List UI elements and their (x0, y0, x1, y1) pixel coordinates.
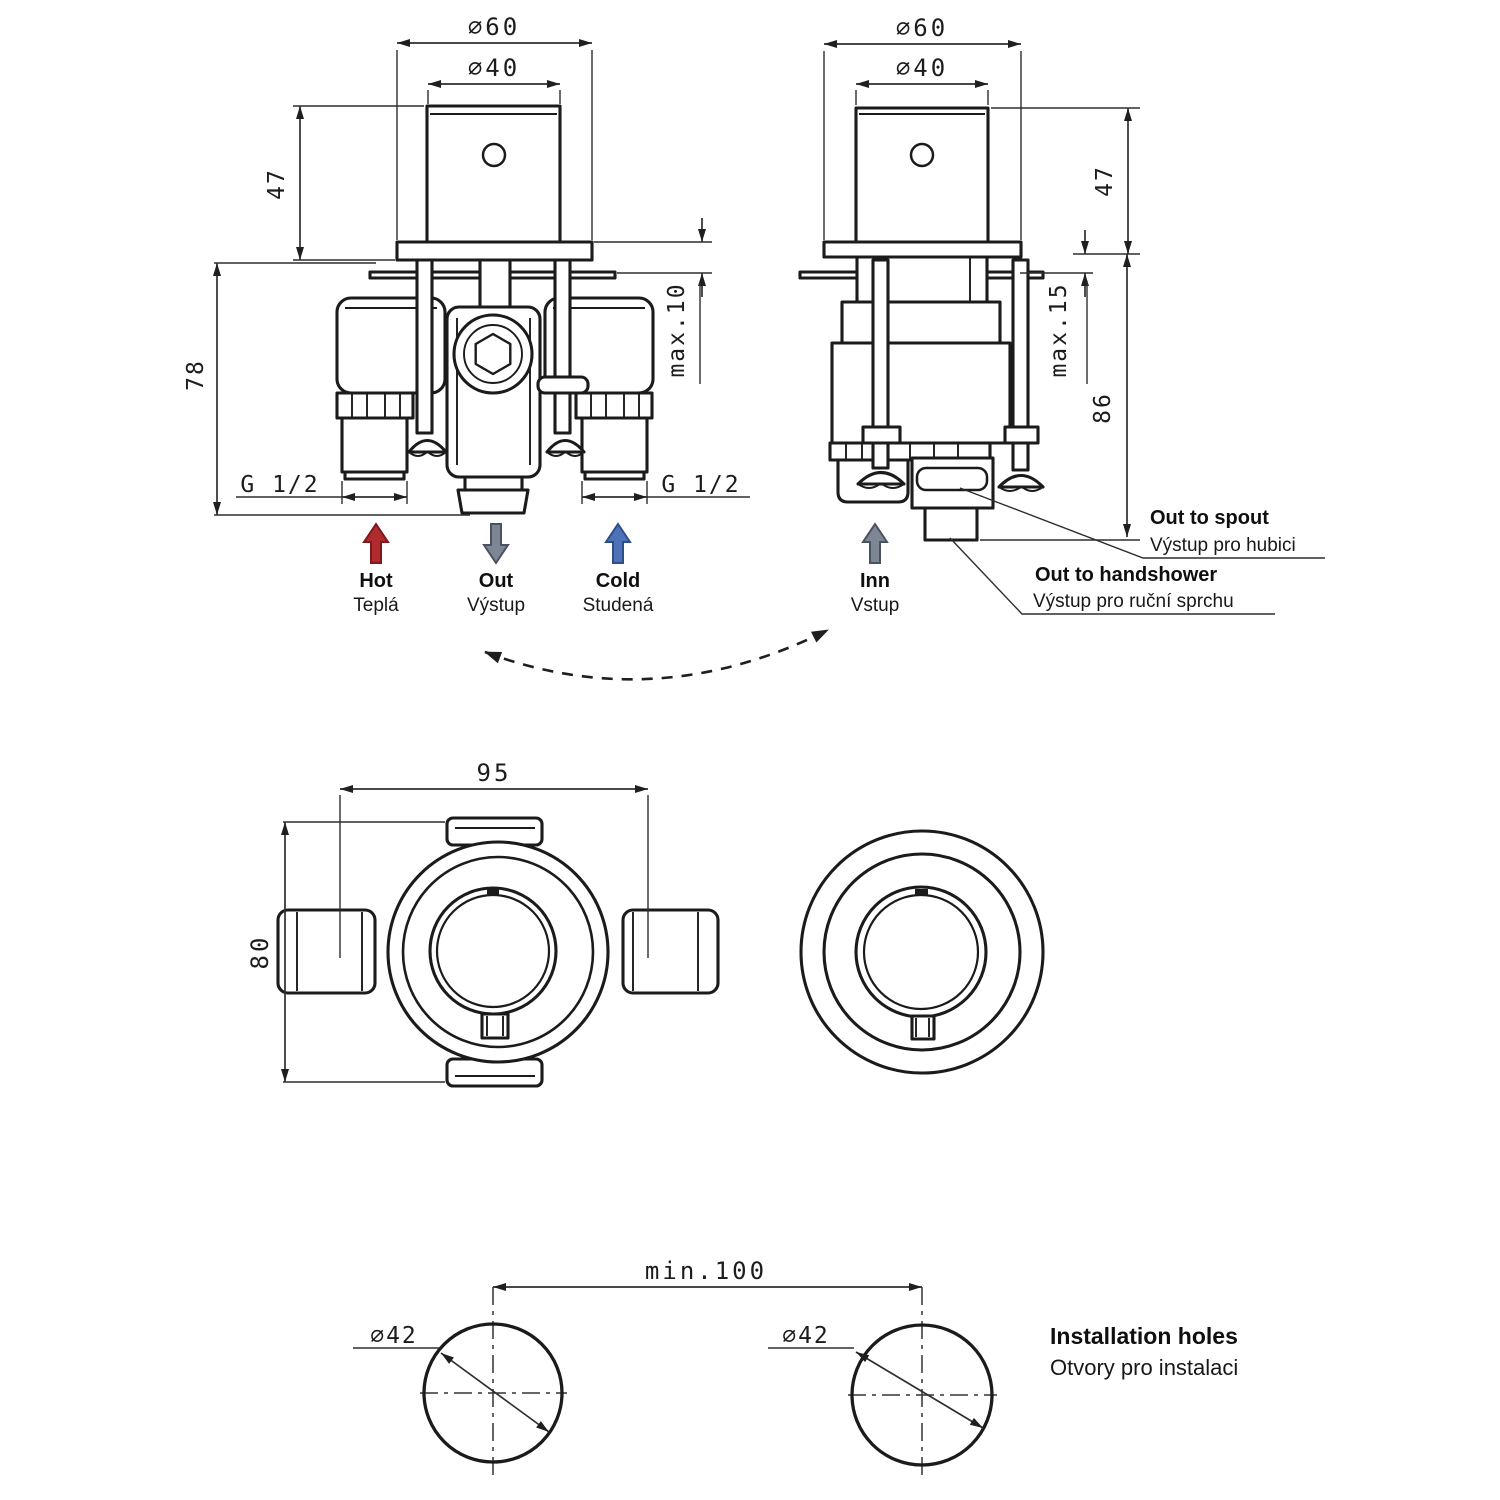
hot-thread-collar (335, 391, 415, 420)
dim-side-dia-trim: ∅60 (896, 14, 948, 42)
callout-handshower-en: Out to handshower (1035, 564, 1217, 586)
left-installation-hole (422, 1322, 564, 1464)
dim-thread-right: G 1/2 (661, 472, 740, 498)
outlet-housing-side (910, 456, 995, 510)
dim-front-wall-max: max.10 (664, 282, 690, 377)
handle-knob-front (425, 104, 562, 244)
cold-flow-arrow (604, 522, 632, 564)
mounting-screw-side-right (1011, 258, 1030, 472)
dim-top-width: 95 (477, 759, 512, 787)
flow-label-cold-en: Cold (596, 570, 640, 592)
dim-hole-spacing: min.100 (645, 1257, 767, 1285)
cold-thread-collar (574, 391, 654, 420)
out-flow-arrow (482, 523, 510, 565)
handle-knob-side (854, 106, 990, 244)
callout-spout-cz: Výstup pro hubici (1150, 535, 1296, 556)
side-view: ∅60 ∅40 47 max.15 86 Out to spout Výstup… (798, 14, 1325, 616)
flow-label-cold-cz: Studená (583, 595, 654, 616)
outlet-nut-front (456, 488, 530, 515)
cartridge-ring (428, 886, 558, 1016)
mounting-screw-left (415, 258, 434, 435)
top-view-trim (799, 829, 1045, 1075)
dim-hole-left-dia: ∅42 (370, 1323, 418, 1349)
flow-label-hot-cz: Teplá (353, 595, 399, 616)
dim-side-dia-handle: ∅40 (896, 54, 948, 82)
flow-label-inn-en: Inn (860, 570, 890, 592)
dim-front-handle-height: 47 (264, 168, 290, 200)
installation-holes: min.100 ∅42 ∅42 Installation holes Otvor… (353, 1257, 1238, 1480)
body-step-side (840, 300, 1002, 345)
left-port (276, 908, 377, 995)
hot-flow-arrow (362, 522, 390, 564)
cartridge-tab (480, 1012, 510, 1040)
handle-button-front (481, 142, 507, 168)
front-view: ∅60 ∅40 47 78 max.10 G 1/2 G 1/2 Hot Tep… (183, 13, 750, 616)
installation-label-en: Installation holes (1050, 1323, 1238, 1349)
flow-label-out-cz: Výstup (467, 595, 525, 616)
dim-front-dia-handle: ∅40 (468, 54, 520, 82)
trim-plate-front (395, 240, 594, 262)
spout-callout-leader (959, 487, 1325, 559)
dim-top-height: 80 (246, 935, 274, 970)
hex-socket (474, 332, 512, 376)
cold-inlet-port (580, 416, 649, 474)
trim-cartridge-notch (915, 889, 928, 896)
cartridge-notch (487, 888, 499, 895)
handshower-callout-leader (949, 537, 1275, 615)
flow-label-hot-en: Hot (359, 570, 393, 592)
flow-label-out-en: Out (479, 570, 514, 592)
trim-inner-circle (822, 852, 1022, 1052)
trim-plate-side (822, 240, 1023, 259)
hot-inlet-port (340, 416, 409, 474)
out-to-inn-routing-arrow (484, 628, 829, 681)
handle-stem-front (478, 258, 512, 309)
handle-button-side (909, 142, 935, 168)
spout-port-front (536, 375, 590, 395)
cartridge-face (452, 313, 534, 395)
callout-spout-en: Out to spout (1150, 507, 1269, 529)
dim-side-depth: 86 (1090, 392, 1116, 424)
flow-label-inn-cz: Vstup (851, 595, 900, 616)
dim-front-depth: 78 (183, 359, 209, 391)
dim-hole-right-dia: ∅42 (782, 1323, 830, 1349)
valve-body-side (830, 341, 1012, 445)
handshower-outlet-stub (923, 506, 979, 542)
inn-flow-arrow (861, 522, 889, 564)
mounting-screw-right (553, 258, 572, 435)
callout-handshower-cz: Výstup pro ruční sprchu (1033, 591, 1234, 612)
dim-thread-left: G 1/2 (240, 472, 319, 498)
outlet-stub-front (463, 475, 524, 492)
right-installation-hole (850, 1323, 994, 1467)
dim-side-wall-max: max.15 (1046, 282, 1072, 377)
trim-cartridge-ring (854, 885, 988, 1019)
installation-label-cz: Otvory pro instalaci (1050, 1355, 1238, 1380)
top-view-body: 95 80 (246, 759, 720, 1088)
dim-front-dia-trim: ∅60 (468, 13, 520, 41)
mounting-screw-side-left (871, 258, 890, 470)
right-port (621, 908, 720, 995)
spout-outlet-side (915, 466, 989, 492)
dim-side-handle-height: 47 (1092, 165, 1118, 197)
